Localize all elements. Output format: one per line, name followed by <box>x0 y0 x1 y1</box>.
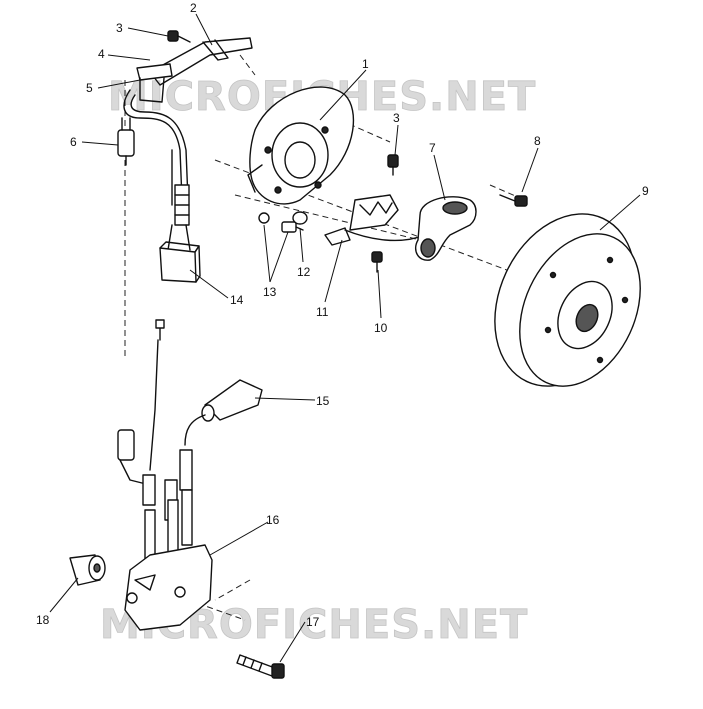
callout-3-top: 3 <box>116 21 123 35</box>
callout-3-center: 3 <box>393 111 400 125</box>
callout-5: 5 <box>86 81 93 95</box>
mounting-bolt <box>236 654 285 679</box>
stator-plate <box>247 86 355 205</box>
callout-12: 12 <box>297 265 311 279</box>
callout-15: 15 <box>316 394 330 408</box>
callout-11: 11 <box>316 305 329 319</box>
callout-18: 18 <box>36 613 50 627</box>
callout-8: 8 <box>534 134 541 148</box>
callout-2: 2 <box>190 1 197 15</box>
bolt-8 <box>499 194 528 207</box>
callout-9: 9 <box>642 184 649 198</box>
callout-1: 1 <box>362 57 369 71</box>
callout-14: 14 <box>230 293 244 307</box>
callout-10: 10 <box>374 321 388 335</box>
callout-4: 4 <box>98 47 105 61</box>
rubber-bushing <box>69 554 106 586</box>
voltage-regulator <box>159 241 201 283</box>
ignition-coil <box>117 429 213 631</box>
handlebar-switch-harness <box>123 37 253 251</box>
charge-coil <box>414 196 477 261</box>
callout-13: 13 <box>263 285 277 299</box>
screw-3-center <box>387 154 399 176</box>
callout-6: 6 <box>70 135 77 149</box>
screw-3-top <box>167 30 191 43</box>
screw-10 <box>371 251 383 273</box>
callout-17: 17 <box>306 615 320 629</box>
spark-plug-cap <box>149 319 263 471</box>
leader-lines <box>49 13 641 663</box>
callout-labels: 1 2 3 3 4 5 6 7 8 9 10 11 12 13 14 15 16… <box>36 1 649 629</box>
pickup-coil-assembly <box>258 194 426 246</box>
flywheel <box>494 213 641 387</box>
callout-7: 7 <box>429 141 436 155</box>
kill-switch-connector <box>117 117 135 166</box>
callout-16: 16 <box>266 513 280 527</box>
